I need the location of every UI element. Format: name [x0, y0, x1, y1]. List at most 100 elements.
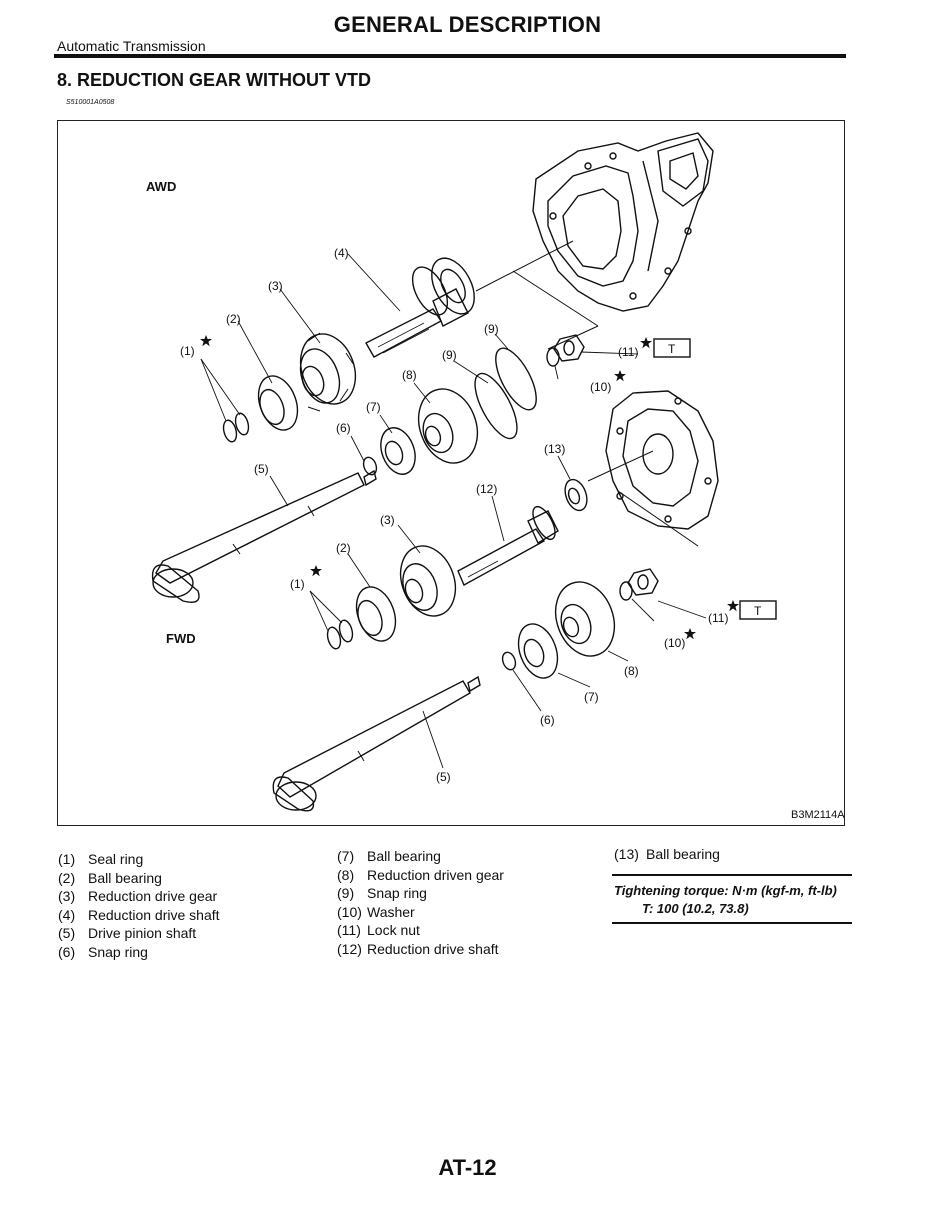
fwd-washer-star-icon — [684, 628, 696, 640]
fwd-callout-10: (10) — [664, 636, 685, 650]
legend-number: (1) — [58, 851, 76, 867]
awd-torque-symbol: T — [668, 342, 676, 356]
legend-number: (3) — [58, 888, 76, 905]
awd-snap-ring — [362, 456, 378, 476]
fwd-snap-ring — [501, 651, 517, 671]
legend-label: Snap ring — [88, 943, 148, 960]
fwd-washer — [619, 581, 633, 601]
fwd-reduction-drive-shaft — [457, 505, 559, 586]
legend-item: (12) Reduction drive shaft — [337, 940, 504, 959]
torque-title: Tightening torque: N·m (kgf-m, ft-lb) — [614, 883, 837, 898]
awd-label: AWD — [146, 179, 176, 194]
legend-number: (7) — [337, 848, 355, 864]
fwd-drive-pinion-shaft — [272, 675, 481, 812]
legend-item: (11) Lock nut — [337, 921, 504, 940]
awd-callout-7: (7) — [366, 400, 381, 414]
legend-item: (1) Seal ring — [58, 850, 220, 869]
fwd-torque-symbol: T — [754, 604, 762, 618]
legend-number: (8) — [337, 866, 355, 883]
page-number: AT-12 — [438, 1155, 497, 1180]
awd-callout-5: (5) — [254, 462, 269, 476]
fwd-callout-13: (13) — [544, 442, 565, 456]
awd-lock-nut-star-icon — [640, 337, 652, 349]
legend-label: Lock nut — [367, 922, 420, 939]
legend-number: (5) — [58, 925, 76, 942]
legend-label: Drive pinion shaft — [88, 925, 197, 942]
legend-item: (10) Washer — [337, 903, 504, 922]
awd-seal-ring-star-icon — [200, 335, 212, 347]
legend-item: (9)Snap ring — [337, 884, 504, 903]
fwd-seal-rings — [326, 619, 354, 650]
awd-washer-star-icon — [614, 370, 626, 382]
fwd-ball-bearing-13 — [564, 478, 588, 512]
fwd-reduction-driven-gear — [554, 581, 616, 657]
legend-label: Reduction driven gear — [367, 866, 504, 883]
legend-label: Reduction drive shaft — [367, 940, 499, 957]
fwd-callout-8: (8) — [624, 664, 639, 678]
exploded-view-drawing: AWD FWD B3M2114A T T (4) (3) (2) (1) (5)… — [146, 132, 845, 821]
awd-transmission-case — [532, 132, 714, 312]
section-heading: 8. REDUCTION GEAR WITHOUT VTD — [57, 70, 371, 90]
awd-torque-box — [653, 338, 691, 358]
legend-column-3: (13) Ball bearing — [614, 845, 720, 864]
fwd-torque-box — [739, 600, 777, 620]
awd-callout-4: (4) — [334, 246, 349, 260]
legend-item: (3)Reduction drive gear — [58, 887, 220, 906]
fwd-callout-2: (2) — [336, 541, 351, 555]
awd-callout-11: (11) — [618, 345, 638, 359]
legend-number: (13) — [614, 846, 639, 862]
section-label: Automatic Transmission — [57, 38, 206, 54]
awd-snap-ring-9b — [495, 347, 537, 411]
awd-callout-3: (3) — [268, 279, 283, 293]
legend-label: Ball bearing — [88, 869, 162, 886]
fwd-callout-11: (11) — [708, 611, 728, 625]
awd-callout-1: (1) — [180, 344, 195, 358]
fwd-ball-bearing-7 — [517, 623, 559, 679]
awd-callout-8: (8) — [402, 368, 417, 382]
fwd-callout-6: (6) — [540, 713, 555, 727]
awd-drive-pinion-shaft — [151, 469, 377, 603]
legend-number: (2) — [58, 869, 76, 886]
awd-reduction-drive-gear — [299, 332, 357, 412]
fwd-reduction-drive-gear — [399, 545, 457, 617]
figure-code: B3M2114A — [791, 809, 845, 821]
awd-seal-rings — [222, 412, 250, 443]
awd-ball-bearing — [257, 375, 299, 431]
legend-column-1: (1) Seal ring (2) Ball bearing (3)Reductio… — [58, 850, 220, 962]
fwd-callout-5: (5) — [436, 770, 451, 784]
awd-callout-9a: (9) — [442, 348, 457, 362]
legend-number: (11) — [337, 922, 361, 939]
fwd-callout-12: (12) — [476, 482, 497, 496]
awd-washer — [546, 347, 560, 367]
torque-value: T: 100 (10.2, 73.8) — [642, 901, 749, 916]
fwd-callout-7: (7) — [584, 690, 599, 704]
awd-callout-9b: (9) — [484, 322, 499, 336]
legend-number: (4) — [58, 906, 76, 923]
awd-reduction-driven-gear — [417, 388, 479, 464]
callout-leader-lines — [200, 253, 707, 769]
legend-item: (6)Snap ring — [58, 943, 220, 962]
fwd-lock-nut-star-icon — [727, 600, 739, 612]
fwd-seal-ring-star-icon — [310, 565, 322, 577]
awd-ball-bearing-7 — [380, 427, 416, 475]
awd-snap-ring-9a — [474, 372, 518, 440]
fwd-transmission-case — [605, 390, 719, 530]
legend-item: (2) Ball bearing — [58, 869, 220, 888]
exploded-view-figure: AWD FWD B3M2114A T T (4) (3) (2) (1) (5)… — [57, 120, 845, 826]
legend-label: Snap ring — [367, 885, 427, 902]
fwd-callout-1: (1) — [290, 577, 305, 591]
awd-callout-6: (6) — [336, 421, 351, 435]
legend-item: (4)Reduction drive shaft — [58, 906, 220, 925]
legend-label: Seal ring — [88, 851, 144, 867]
legend-number: (10) — [337, 903, 362, 920]
legend-number: (12) — [337, 940, 362, 957]
awd-callout-10: (10) — [590, 380, 611, 394]
header-rule — [54, 54, 846, 58]
legend-column-2: (7) Ball bearing (8) Reduction driven gear… — [337, 847, 504, 959]
legend-label: Ball bearing — [367, 848, 441, 864]
legend-label: Ball bearing — [646, 846, 720, 862]
fwd-lock-nut — [627, 568, 659, 596]
legend-label: Washer — [367, 903, 415, 920]
fwd-label: FWD — [166, 631, 196, 646]
legend-item: (7) Ball bearing — [337, 847, 504, 866]
